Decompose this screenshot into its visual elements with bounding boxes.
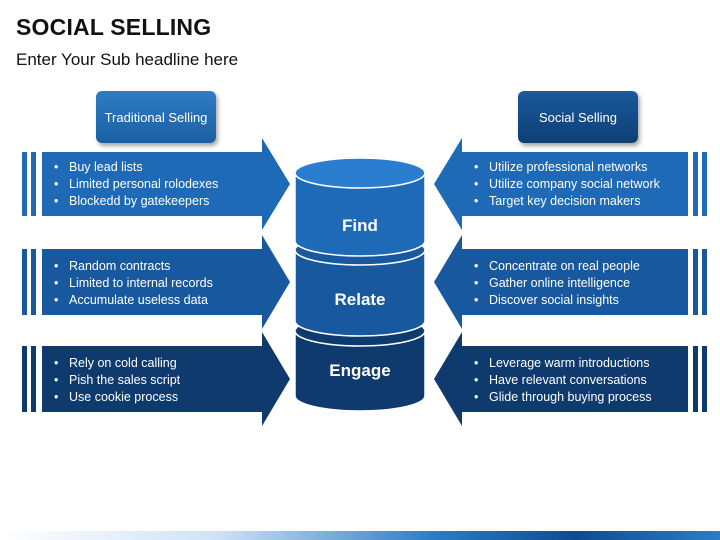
list-item: Target key decision makers: [474, 193, 660, 210]
list-item: Leverage warm introductions: [474, 355, 652, 372]
footer-gradient-bar: [0, 531, 720, 540]
list-item: Utilize company social network: [474, 176, 660, 193]
list-item: Limited to internal records: [54, 275, 213, 292]
cylinder-find-segment: [294, 172, 426, 257]
list-item: Utilize professional networks: [474, 159, 660, 176]
list-item: Accumulate useless data: [54, 292, 213, 309]
list-item: Use cookie process: [54, 389, 180, 406]
traditional-engage-list: Rely on cold calling Pish the sales scri…: [54, 355, 180, 406]
list-item: Blockedd by gatekeepers: [54, 193, 218, 210]
list-item: Rely on cold calling: [54, 355, 180, 372]
page-subtitle: Enter Your Sub headline here: [16, 50, 239, 69]
list-item: Limited personal rolodexes: [54, 176, 218, 193]
list-item: Glide through buying process: [474, 389, 652, 406]
relate-label: Relate: [334, 290, 386, 309]
traditional-find-list: Buy lead lists Limited personal rolodexe…: [54, 159, 218, 210]
engage-label: Engage: [329, 361, 391, 380]
list-item: Pish the sales script: [54, 372, 180, 389]
list-item: Discover social insights: [474, 292, 640, 309]
list-item: Concentrate on real people: [474, 258, 640, 275]
social-relate-list: Concentrate on real people Gather online…: [474, 258, 640, 309]
cylinder-relate-segment: [294, 249, 426, 337]
cylinder-stack: [294, 157, 426, 412]
social-selling-header: Social Selling: [518, 91, 638, 143]
page-title: SOCIAL SELLING: [16, 14, 212, 40]
traditional-selling-header: Traditional Selling: [96, 91, 216, 143]
social-find-list: Utilize professional networks Utilize co…: [474, 159, 660, 210]
list-item: Have relevant conversations: [474, 372, 652, 389]
cylinder-engage-segment: [294, 330, 426, 412]
list-item: Random contracts: [54, 258, 213, 275]
list-item: Gather online intelligence: [474, 275, 640, 292]
find-label: Find: [342, 216, 378, 235]
social-engage-list: Leverage warm introductions Have relevan…: [474, 355, 652, 406]
traditional-relate-list: Random contracts Limited to internal rec…: [54, 258, 213, 309]
list-item: Buy lead lists: [54, 159, 218, 176]
